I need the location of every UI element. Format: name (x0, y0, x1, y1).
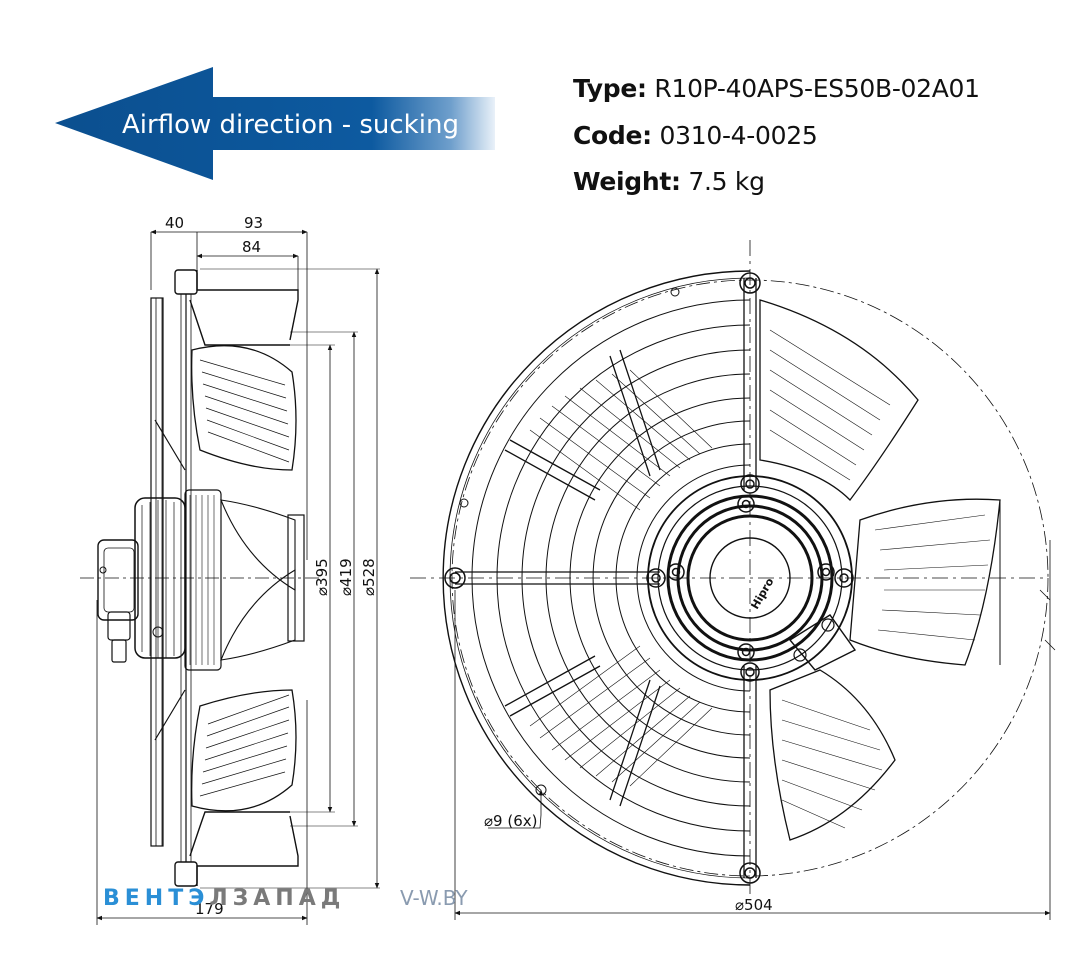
watermark-site: V-W.BY (400, 886, 468, 910)
airflow-label: Airflow direction - sucking (122, 110, 459, 140)
dim-93: 93 (244, 214, 263, 232)
dim-40: 40 (165, 214, 184, 232)
spec-weight-label: Weight: (573, 167, 681, 196)
hub-logo: Hipro (748, 575, 776, 611)
dim-dia-395: ⌀395 (313, 558, 331, 596)
airflow-arrow: Airflow direction - sucking (55, 67, 495, 180)
spec-weight-value: 7.5 kg (688, 167, 765, 196)
watermark: ВЕНТЭЛЗАПАД V-W.BY (103, 886, 468, 911)
dim-179: 179 (195, 900, 224, 918)
spec-type-value: R10P-40APS-ES50B-02A01 (654, 74, 980, 103)
spec-code-value: 0310-4-0025 (659, 121, 818, 150)
side-view-dimensions: 40 93 84 ⌀395 ⌀419 ⌀528 179 (165, 214, 378, 918)
dim-dia-419: ⌀419 (337, 558, 355, 596)
dim-84: 84 (242, 238, 261, 256)
dim-dia-504: ⌀504 (735, 896, 773, 914)
spec-weight: Weight: 7.5 kg (573, 167, 765, 196)
hole-label: ⌀9 (6x) (484, 812, 537, 830)
spec-type: Type: R10P-40APS-ES50B-02A01 (573, 74, 980, 103)
watermark-brand: ВЕНТЭЛЗАПАД (103, 886, 345, 911)
spec-code-label: Code: (573, 121, 652, 150)
fan-front-view (410, 240, 1056, 920)
spec-code: Code: 0310-4-0025 (573, 121, 818, 150)
fan-side-view (80, 229, 380, 925)
spec-type-label: Type: (573, 74, 647, 103)
dim-dia-528: ⌀528 (360, 558, 378, 596)
